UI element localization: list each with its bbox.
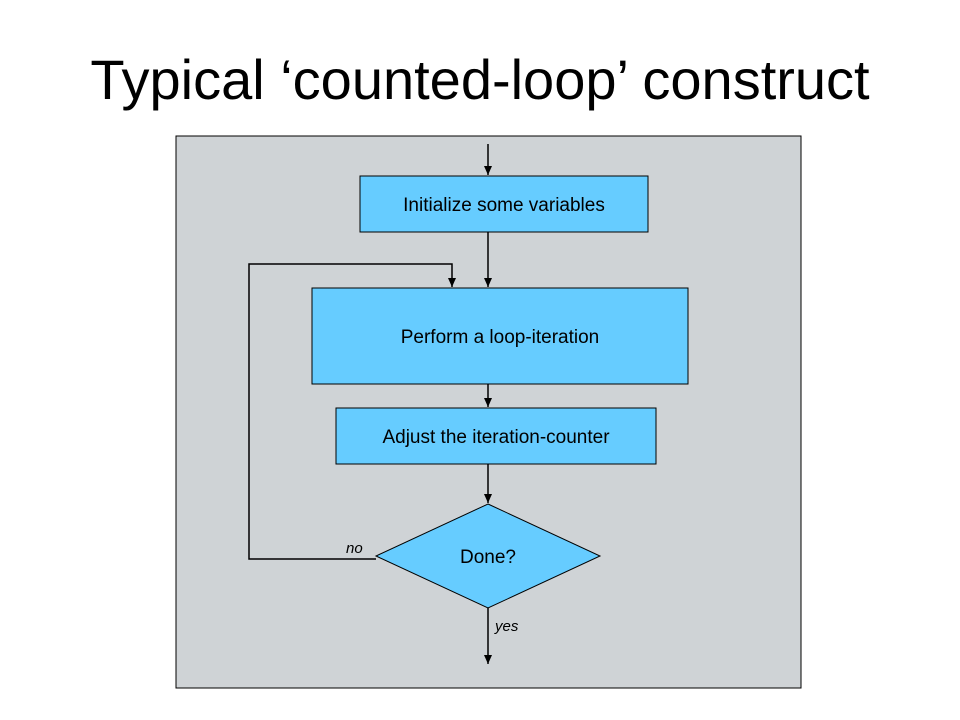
no-edge-label: no bbox=[346, 540, 363, 557]
adjust-box bbox=[335, 407, 657, 465]
init-node: Initialize some variables bbox=[359, 175, 649, 233]
decision-label: Done? bbox=[460, 547, 516, 568]
init-label: Initialize some variables bbox=[403, 195, 605, 216]
adjust-label: Adjust the iteration-counter bbox=[382, 427, 610, 448]
adjust-node: Adjust the iteration-counter bbox=[335, 407, 657, 465]
init-box bbox=[359, 175, 649, 233]
yes-edge-label: yes bbox=[494, 618, 519, 635]
decision-node: Done? bbox=[374, 503, 602, 609]
loop-label: Perform a loop-iteration bbox=[401, 327, 600, 348]
slide-title: Typical ‘counted-loop’ construct bbox=[90, 48, 870, 111]
loop-node: Perform a loop-iteration bbox=[311, 287, 689, 385]
loop-box bbox=[311, 287, 689, 385]
no-loop-back-arrow bbox=[248, 263, 456, 560]
